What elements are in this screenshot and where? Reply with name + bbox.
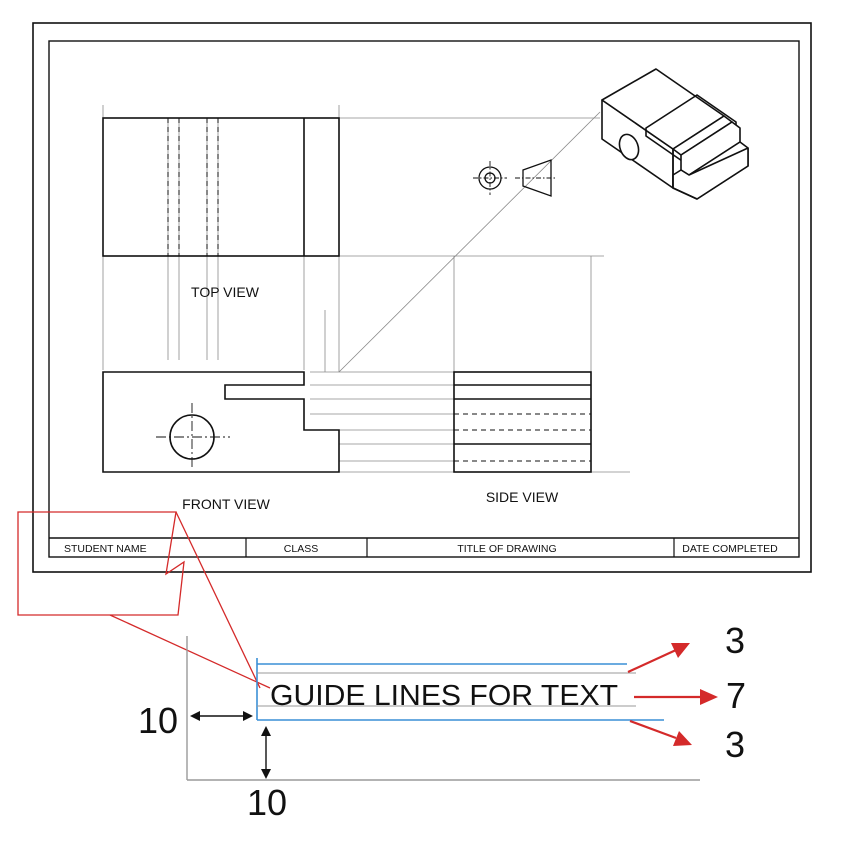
projection-symbol-frustum	[522, 159, 552, 197]
front-view-centerlines	[156, 403, 230, 470]
lower-spacing-value: 3	[725, 724, 745, 765]
zoom-callout-leader	[109, 614, 271, 689]
inner-border	[48, 40, 800, 558]
projection-symbol	[473, 159, 557, 197]
upper-spacing-arrow	[627, 649, 677, 673]
side-view: SIDE VIEW	[453, 371, 592, 505]
zoom-callout-outline	[17, 511, 185, 616]
lower-spacing-arrow	[629, 719, 677, 740]
zoom-callout-leader	[175, 511, 261, 689]
left-margin-dimension	[190, 711, 253, 721]
bottom-margin-value: 10	[247, 782, 287, 823]
guide-lines-detail: GUIDE LINES FOR TEXT 10 10 3 7 3	[138, 620, 746, 823]
left-margin-value: 10	[138, 700, 178, 741]
bottom-margin-dimension	[261, 726, 271, 779]
isometric-hole	[618, 133, 640, 161]
zoom-callout	[17, 511, 271, 689]
sheet-border	[32, 22, 812, 573]
text-height-value: 7	[726, 675, 746, 716]
side-view-outline	[453, 371, 592, 473]
guide-sample-text: GUIDE LINES FOR TEXT	[270, 680, 618, 712]
top-view-outline	[102, 117, 340, 257]
front-view-outline	[102, 371, 340, 473]
spacing-arrows	[627, 643, 718, 746]
top-view: TOP VIEW	[102, 117, 340, 300]
title-block-class: CLASS	[284, 543, 318, 555]
title-block-title-of-drawing: TITLE OF DRAWING	[457, 543, 556, 555]
isometric-view	[601, 68, 749, 200]
top-view-hidden-lines	[167, 118, 219, 256]
outer-border	[32, 22, 812, 573]
front-view-label: FRONT VIEW	[182, 496, 270, 512]
top-view-label: TOP VIEW	[191, 284, 260, 300]
title-block: STUDENT NAME CLASS TITLE OF DRAWING DATE…	[49, 537, 799, 557]
side-view-hidden-lines	[454, 413, 591, 462]
front-view: FRONT VIEW	[102, 371, 340, 512]
isometric-front-face	[672, 147, 749, 200]
upper-spacing-value: 3	[725, 620, 745, 661]
title-block-student-name: STUDENT NAME	[64, 543, 147, 555]
side-view-label: SIDE VIEW	[486, 489, 559, 505]
title-block-date-completed: DATE COMPLETED	[682, 543, 778, 555]
